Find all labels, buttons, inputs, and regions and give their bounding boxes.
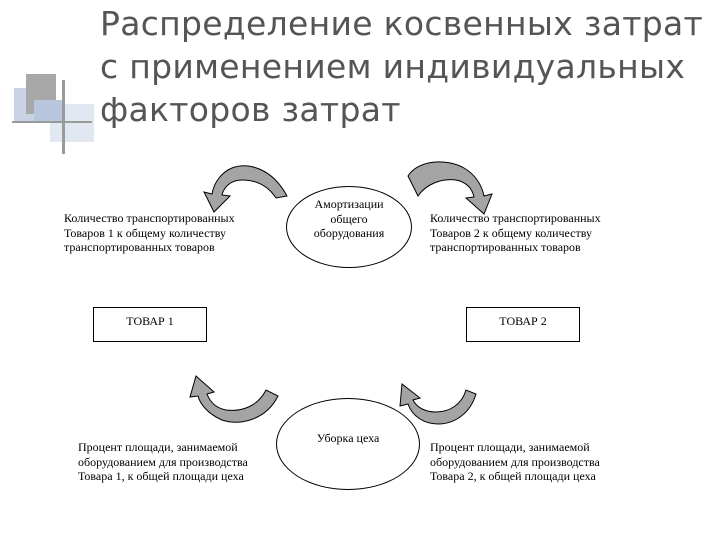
top-right-factor-text: Количество транспортированных Товаров 2 … (430, 211, 601, 254)
bottom-right-factor-text: Процент площади, занимаемой оборудование… (430, 440, 600, 483)
ellipse-depreciation: Амортизации общего оборудования (286, 186, 412, 268)
curved-arrow-top-right (407, 161, 493, 215)
product-1-box: ТОВАР 1 (93, 307, 207, 342)
product-1-label: ТОВАР 1 (126, 314, 174, 328)
product-2-label: ТОВАР 2 (499, 314, 547, 328)
ellipse-cleaning-label: Уборка цеха (316, 431, 380, 445)
bottom-left-factor-text: Процент площади, занимаемой оборудование… (78, 440, 248, 483)
slide-title: Распределение косвенных затрат с примене… (100, 4, 704, 129)
curved-arrow-bottom-left (189, 375, 279, 423)
product-2-box: ТОВАР 2 (466, 307, 580, 342)
ellipse-depreciation-label: Амортизации общего оборудования (313, 197, 385, 240)
top-left-factor-text: Количество транспортированных Товаров 1 … (64, 211, 235, 254)
curved-arrow-top-left (203, 165, 288, 213)
ellipse-cleaning: Уборка цеха (276, 398, 420, 490)
curved-arrow-bottom-right (399, 383, 477, 425)
